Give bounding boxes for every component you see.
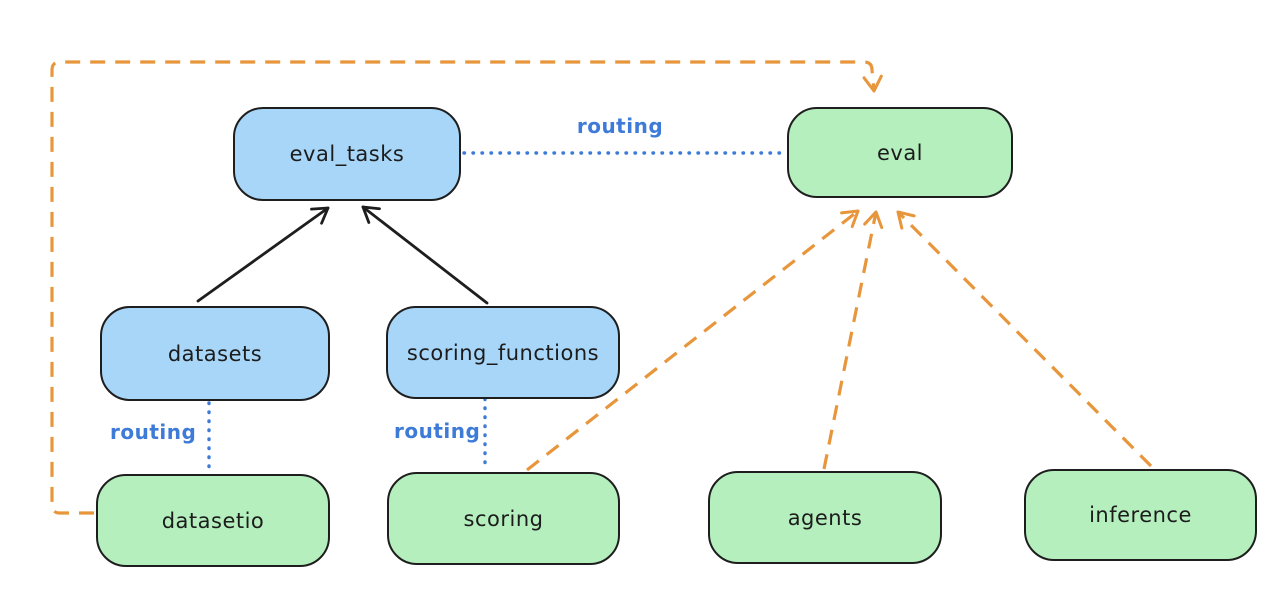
routing-label-eval-tasks-eval: routing <box>576 114 664 138</box>
node-datasetio-label: datasetio <box>161 508 265 533</box>
node-scoring-functions: scoring_functions <box>386 306 620 399</box>
node-eval: eval <box>787 107 1013 198</box>
node-scoring-functions-label: scoring_functions <box>406 340 600 365</box>
edge-scoring-to-eval <box>526 209 860 472</box>
edge-datasetio-to-eval <box>50 60 883 515</box>
node-scoring-label: scoring <box>463 506 544 531</box>
node-inference: inference <box>1024 469 1257 561</box>
node-inference-label: inference <box>1089 503 1192 527</box>
routing-label-datasets-datasetio: routing <box>110 420 197 444</box>
node-datasets: datasets <box>100 306 330 401</box>
edge-agents-to-eval <box>822 210 884 470</box>
node-eval-tasks: eval_tasks <box>233 107 461 201</box>
node-agents: agents <box>708 471 942 564</box>
node-eval-tasks-label: eval_tasks <box>289 142 405 166</box>
node-scoring: scoring <box>387 472 620 565</box>
edge-datasets-to-eval-tasks <box>196 206 330 303</box>
edge-scoring-functions-to-eval-tasks <box>361 205 489 305</box>
node-agents-label: agents <box>787 505 863 530</box>
edge-inference-to-eval <box>896 210 1153 468</box>
node-datasetio: datasetio <box>96 474 330 567</box>
node-datasets-label: datasets <box>167 341 263 366</box>
node-eval-label: eval <box>876 140 924 165</box>
routing-label-scoring-functions-scoring: routing <box>394 419 481 443</box>
